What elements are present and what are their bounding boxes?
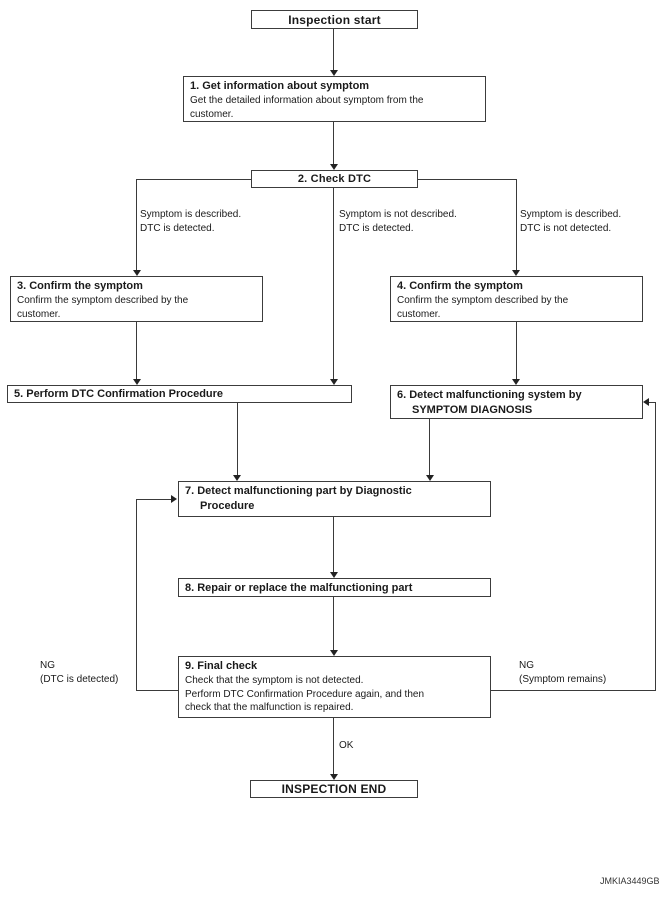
arrowhead-step5-step7 [233,475,241,481]
edge-step9-step7-h-bottom [136,690,178,691]
node-step3-title: 3. Confirm the symptom [17,280,143,292]
arrowhead-step1-step2 [330,164,338,170]
edge-step8-step9 [333,597,334,650]
node-step1-title: 1. Get information about symptom [190,80,370,92]
label-ng-left: NG(DTC is detected) [40,660,119,685]
arrowhead-step3-step5 [133,379,141,385]
node-step7-title: 7. Detect malfunctioning part by Diagnos… [185,485,412,512]
node-step5: 5. Perform DTC Confirmation Procedure [7,385,352,403]
edge-step3-step5 [136,322,137,379]
arrowhead-start-step1 [330,70,338,76]
node-step2: 2. Check DTC [251,170,418,188]
edge-step9-step6-v [655,402,656,691]
arrowhead-step4-step6 [512,379,520,385]
edge-step1-step2 [333,122,334,164]
arrowhead-step9-end [330,774,338,780]
node-step1-body: Get the detailed information about sympt… [190,95,424,120]
edge-step9-step6-h-top [649,402,656,403]
arrowhead-step9-step7 [171,495,177,503]
edge-step2-step3-h [137,179,251,180]
edge-step6-step7 [429,419,430,475]
edge-step2-step3-v [136,179,137,270]
node-step3: 3. Confirm the symptom Confirm the sympt… [10,276,263,322]
arrowhead-step9-step6 [643,398,649,406]
node-step4-title: 4. Confirm the symptom [397,280,523,292]
edge-step9-end [333,718,334,774]
edge-start-step1 [333,28,334,70]
node-step4: 4. Confirm the symptom Confirm the sympt… [390,276,643,322]
edge-step2-step4-h [418,179,517,180]
arrowhead-step2-step3 [133,270,141,276]
node-step8: 8. Repair or replace the malfunctioning … [178,578,491,597]
node-step1: 1. Get information about symptom Get the… [183,76,486,122]
arrowhead-step6-step7 [426,475,434,481]
node-step9: 9. Final check Check that the symptom is… [178,656,491,718]
arrowhead-step7-step8 [330,572,338,578]
edge-step9-step6-h-bottom [491,690,656,691]
arrowhead-step2-step4 [512,270,520,276]
node-step9-body: Check that the symptom is not detected.P… [185,675,425,713]
arrowhead-step8-step9 [330,650,338,656]
node-step7: 7. Detect malfunctioning part by Diagnos… [178,481,491,517]
arrowhead-step2-step5 [330,379,338,385]
edge-step9-step7-v [136,499,137,691]
edge-step5-step7 [237,403,238,475]
label-branch-right: Symptom is described.DTC is not detected… [520,209,622,234]
edge-step4-step6 [516,322,517,379]
edge-step2-step4-v [516,179,517,270]
label-branch-middle: Symptom is not described.DTC is detected… [339,209,457,234]
label-branch-left: Symptom is described.DTC is detected. [140,209,242,234]
edge-step7-step8 [333,517,334,572]
label-ok: OK [339,740,354,751]
edge-step2-step5 [333,188,334,379]
edge-step9-step7-h-top [137,499,171,500]
node-inspection-end: INSPECTION END [250,780,418,798]
label-ng-right: NG(Symptom remains) [519,660,607,685]
node-inspection-start: Inspection start [251,10,418,29]
figure-code: JMKIA3449GB [600,876,660,886]
node-step9-title: 9. Final check [185,660,258,672]
